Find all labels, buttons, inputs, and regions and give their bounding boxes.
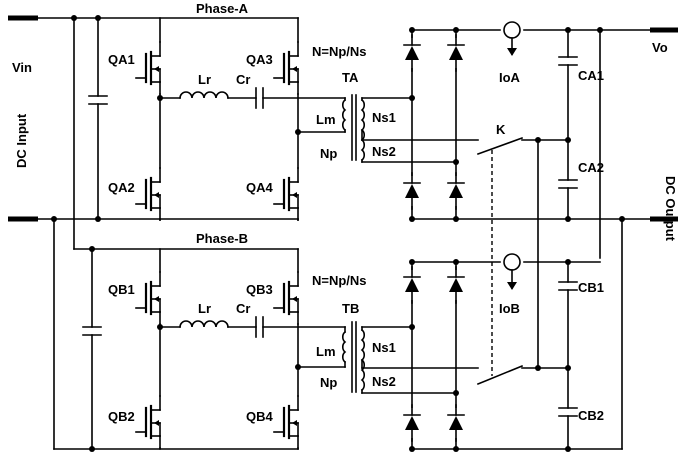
qb3-label: QB3	[246, 282, 273, 297]
ca1-label: CA1	[578, 68, 604, 83]
ratio-a-label: N=Np/Ns	[312, 44, 367, 59]
lr-a-label: Lr	[198, 72, 211, 87]
tb-label: TB	[342, 301, 359, 316]
ns2-a-label: Ns2	[372, 144, 396, 159]
qb4-label: QB4	[246, 409, 274, 424]
ratio-b-label: N=Np/Ns	[312, 273, 367, 288]
np-b-label: Np	[320, 375, 337, 390]
vin-label: Vin	[12, 60, 32, 75]
phase-b-label: Phase-B	[196, 231, 248, 246]
lm-a-label: Lm	[316, 112, 336, 127]
ns2-b-label: Ns2	[372, 374, 396, 389]
vo-label: Vo	[652, 40, 668, 55]
qa1-label: QA1	[108, 52, 135, 67]
qb1-label: QB1	[108, 282, 135, 297]
cr-a-label: Cr	[236, 72, 250, 87]
cr-b-label: Cr	[236, 301, 250, 316]
qa3-label: QA3	[246, 52, 273, 67]
cb2-label: CB2	[578, 408, 604, 423]
ns1-a-label: Ns1	[372, 110, 396, 125]
k-label: K	[496, 122, 506, 137]
cb1-label: CB1	[578, 280, 604, 295]
qa2-label: QA2	[108, 180, 135, 195]
ca2-label: CA2	[578, 160, 604, 175]
iob-label: IoB	[499, 301, 520, 316]
dc-input-label: DC Input	[14, 113, 29, 168]
dc-output-label: DC Output	[663, 176, 678, 242]
ioa-label: IoA	[499, 70, 521, 85]
ns1-b-label: Ns1	[372, 340, 396, 355]
lm-b-label: Lm	[316, 344, 336, 359]
lr-b-label: Lr	[198, 301, 211, 316]
qa4-label: QA4	[246, 180, 274, 195]
phase-a-label: Phase-A	[196, 1, 249, 16]
ta-label: TA	[342, 70, 359, 85]
np-a-label: Np	[320, 146, 337, 161]
qb2-label: QB2	[108, 409, 135, 424]
